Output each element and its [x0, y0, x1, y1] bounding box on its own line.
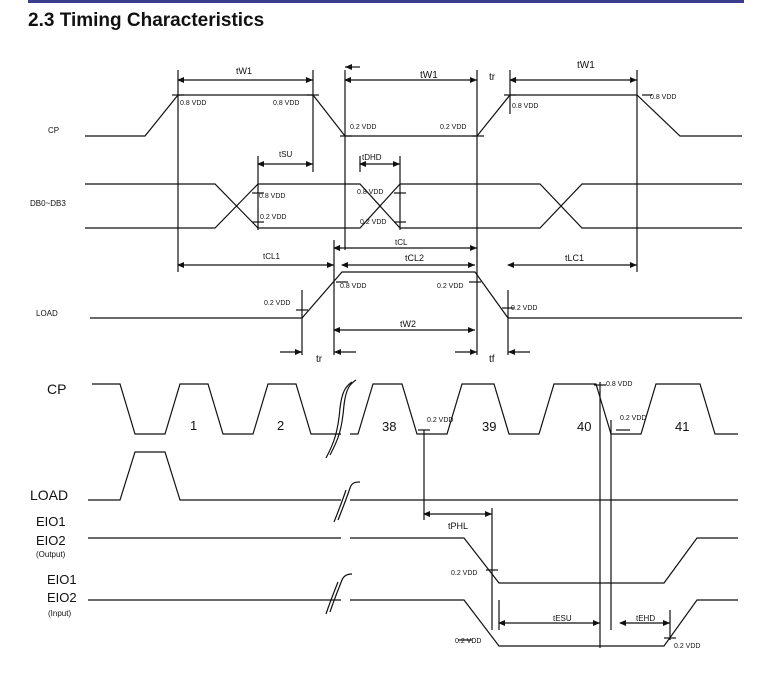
tlc1-label: tLC1	[565, 253, 584, 263]
v02-label: 0.2 VDD	[674, 643, 700, 650]
load-waveform	[90, 271, 742, 319]
pulse-number: 1	[190, 418, 197, 433]
pulse-number: 41	[675, 419, 689, 434]
pulse-number: 38	[382, 419, 396, 434]
v02-label: 0.2 VDD	[440, 124, 466, 131]
top-rule	[28, 0, 744, 3]
tehd-label: tEHD	[636, 614, 655, 623]
tphl-label: tPHL	[448, 521, 468, 531]
signal-eio1-in-label: EIO1	[47, 572, 77, 587]
v08-label: 0.8 VDD	[512, 103, 538, 110]
tcl-label: tCL	[395, 238, 408, 247]
signal-db-label: DB0~DB3	[30, 199, 66, 208]
tw1-left-label: tW1	[236, 66, 252, 76]
load2-waveform	[88, 451, 341, 501]
output-note: (Output)	[36, 550, 66, 559]
pulse-number: 40	[577, 419, 591, 434]
cp-waveform	[85, 94, 742, 137]
pulse-number: 2	[277, 418, 284, 433]
signal-eio1-out-label: EIO1	[36, 514, 66, 529]
v08-label: 0.8 VDD	[180, 100, 206, 107]
v08-label: 0.8 VDD	[357, 189, 383, 196]
v08-label: 0.8 VDD	[340, 283, 366, 290]
v02-label: 0.2 VDD	[260, 214, 286, 221]
input-note: (Input)	[48, 609, 71, 618]
tr2-label: tr	[316, 354, 323, 365]
v02-label: 0.2 VDD	[437, 283, 463, 290]
v02-label: 0.2 VDD	[360, 219, 386, 226]
v02-label: 0.2 VDD	[451, 570, 477, 577]
signal-eio2-out-label: EIO2	[36, 533, 66, 548]
cp2-waveform-cont	[350, 383, 738, 435]
tdhd-label: tDHD	[362, 153, 382, 162]
tsu-label: tSU	[279, 150, 293, 159]
v02-label: 0.2 VDD	[350, 124, 376, 131]
v02-label: 0.2 VDD	[511, 305, 537, 312]
signal-cp2-label: CP	[47, 381, 66, 397]
section-title: 2.3 Timing Characteristics	[28, 10, 265, 31]
v02-label: 0.2 VDD	[264, 300, 290, 307]
v02-label: 0.2 VDD	[620, 415, 646, 422]
v02-label: 0.2 VDD	[427, 417, 453, 424]
signal-load-label: LOAD	[36, 309, 58, 318]
pulse-number: 39	[482, 419, 496, 434]
signal-eio2-in-label: EIO2	[47, 590, 77, 605]
tw1-right-label: tW1	[577, 60, 595, 71]
tcl1-label: tCL1	[263, 252, 280, 261]
v02-label: 0.2 VDD	[455, 638, 481, 645]
v08-label: 0.8 VDD	[650, 94, 676, 101]
v08-label: 0.8 VDD	[259, 193, 285, 200]
v08-label: 0.8 VDD	[606, 381, 632, 388]
db-bus-lower	[85, 183, 742, 229]
tw1-mid-label: tW1	[420, 70, 438, 81]
cp2-waveform	[92, 383, 341, 435]
tcl2-label: tCL2	[405, 253, 424, 263]
signal-cp-label: CP	[48, 126, 59, 135]
tf2-label: tf	[489, 354, 495, 365]
tw2-label: tW2	[400, 319, 416, 329]
db-bus-upper	[85, 183, 742, 229]
v08-label: 0.8 VDD	[273, 100, 299, 107]
tr-label: tr	[489, 72, 496, 83]
tesu-label: tESU	[553, 614, 572, 623]
signal-load2-label: LOAD	[30, 487, 68, 503]
